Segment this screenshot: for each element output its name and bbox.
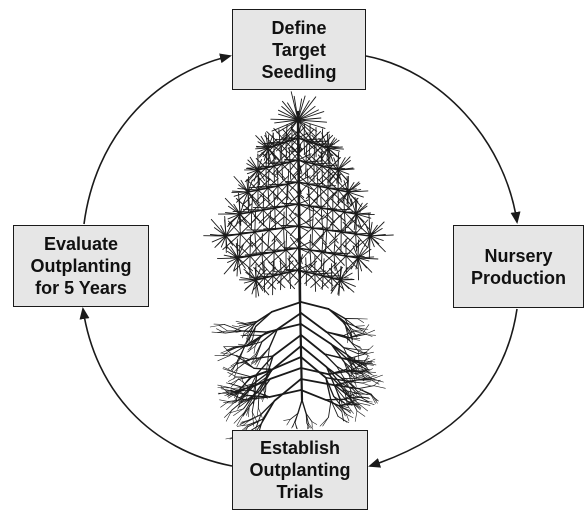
step-evaluate-outplanting: Evaluate Outplanting for 5 Years [13,225,149,307]
step-label-line: Outplanting [249,460,351,480]
step-define-target-seedling: Define Target Seedling [232,9,366,90]
step-label-line: for 5 Years [35,278,127,298]
step-label-line: Nursery [484,245,553,266]
arrow-evaluate-to-define [83,53,232,225]
arrow-define-to-nursery [365,55,521,224]
step-label-line: Seedling [261,61,337,82]
pine-seedling-illustration [203,91,394,456]
step-establish-outplanting-trials: Establish Outplanting Trials [232,430,368,510]
step-nursery-production: Nursery Production [453,225,584,308]
seedling-roots [209,300,386,456]
step-label-line: Production [471,267,566,288]
seedling-needles [203,91,394,298]
arrow-establish-to-evaluate [79,307,233,467]
step-label-line: Outplanting [30,256,132,276]
step-label-line: Trials [276,482,324,502]
step-label-line: Target [272,39,326,60]
arrow-nursery-to-establish [368,308,518,468]
step-label-line: Evaluate [43,234,119,254]
step-label-line: Define [271,17,327,38]
step-label-line: Establish [259,438,340,458]
seedling-stem-and-branches [225,110,371,304]
